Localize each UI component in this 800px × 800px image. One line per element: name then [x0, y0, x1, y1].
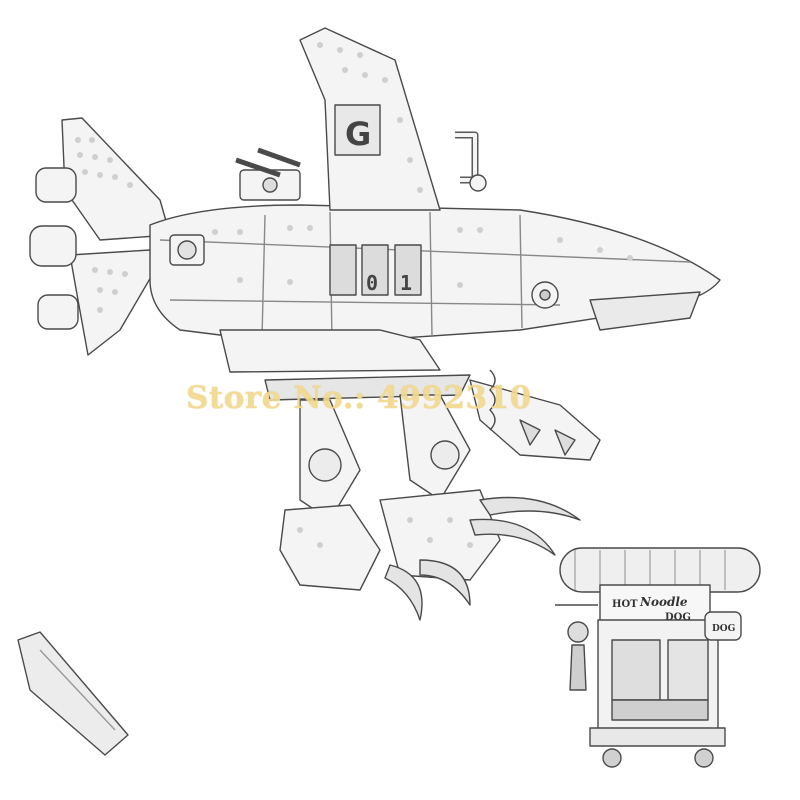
shark-body: 0 1	[149, 204, 721, 346]
store-watermark: Store No.: 4992310	[186, 380, 532, 416]
shark-dorsal-fin: G	[299, 27, 487, 211]
cart-sign-noodle: Noodle	[639, 595, 688, 609]
fin-letter: G	[345, 115, 371, 153]
detached-panel	[17, 631, 129, 756]
shark-tail	[29, 117, 171, 356]
hot-dog-cart: HOT Noodle DOG DOG	[555, 547, 761, 768]
shark-claws	[384, 496, 581, 621]
digit-1: 1	[400, 271, 412, 295]
cart-sign-dog: DOG	[665, 612, 691, 623]
cannon-turret	[235, 147, 301, 201]
cart-side-sign-dog: DOG	[712, 624, 735, 634]
mech-legs	[219, 329, 601, 591]
digit-0: 0	[366, 271, 378, 295]
cart-sign-hot: HOT	[612, 599, 638, 610]
